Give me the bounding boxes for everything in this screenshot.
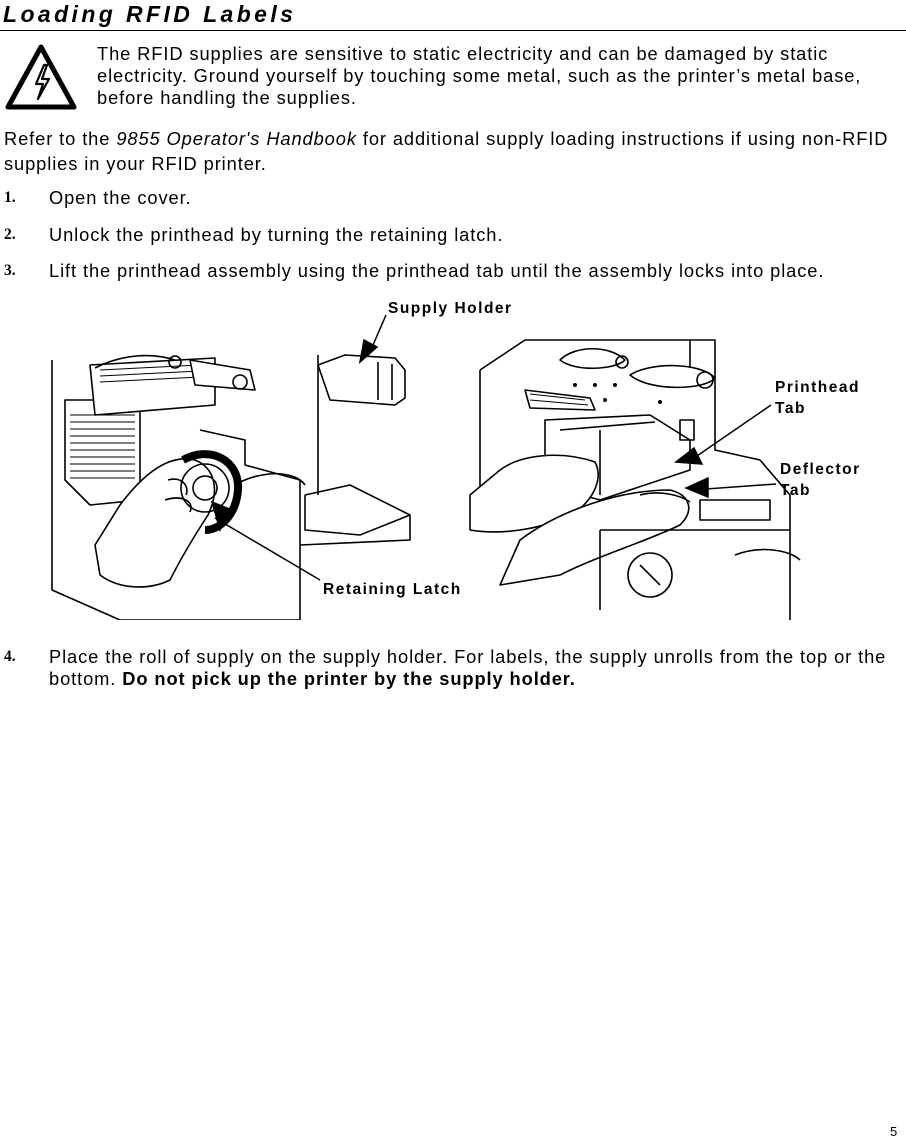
high-voltage-warning-icon xyxy=(5,44,77,110)
refer-paragraph: Refer to the 9855 Operator's Handbook fo… xyxy=(4,127,899,176)
static-warning-text: The RFID supplies are sensitive to stati… xyxy=(97,43,862,108)
title-rule xyxy=(0,30,906,31)
step-text: Place the roll of supply on the supply h… xyxy=(49,646,899,690)
deflector-tab-label-line2: Tab xyxy=(780,482,811,499)
supply-holder-label: Supply Holder xyxy=(388,300,513,317)
handbook-title: 9855 Operator's Handbook xyxy=(116,128,357,149)
step-4-text: Place the roll of supply on the supply h… xyxy=(49,646,887,689)
page-title: Loading RFID Labels xyxy=(3,1,297,27)
printhead-tab-label-line2: Tab xyxy=(775,400,806,417)
page-number: 5 xyxy=(890,1124,898,1139)
callout-leaders xyxy=(210,314,777,581)
step-number: 1. xyxy=(4,189,16,206)
deflector-tab-label-line1: Deflector xyxy=(780,461,861,478)
step-text: Open the cover. xyxy=(49,187,192,208)
printhead-tab-label-line1: Printhead xyxy=(775,379,860,396)
callout-labels: Supply Holder Retaining Latch Printhead … xyxy=(323,300,861,598)
left-printer-drawing xyxy=(51,354,411,620)
step-number: 4. xyxy=(4,648,16,665)
refer-suffix: for additional supply loading instructio… xyxy=(4,128,889,174)
retaining-latch-label: Retaining Latch xyxy=(323,581,462,598)
step-number: 2. xyxy=(4,226,16,243)
refer-prefix: Refer to the xyxy=(4,128,117,149)
right-printer-drawing xyxy=(469,339,801,620)
printer-illustration: Supply Holder Retaining Latch Printhead … xyxy=(51,300,861,620)
step-4-caution: Do not pick up the printer by the supply… xyxy=(122,668,576,689)
step-text: Unlock the printhead by turning the reta… xyxy=(49,224,504,245)
step-number: 3. xyxy=(4,262,16,279)
step-text: Lift the printhead assembly using the pr… xyxy=(49,260,825,281)
